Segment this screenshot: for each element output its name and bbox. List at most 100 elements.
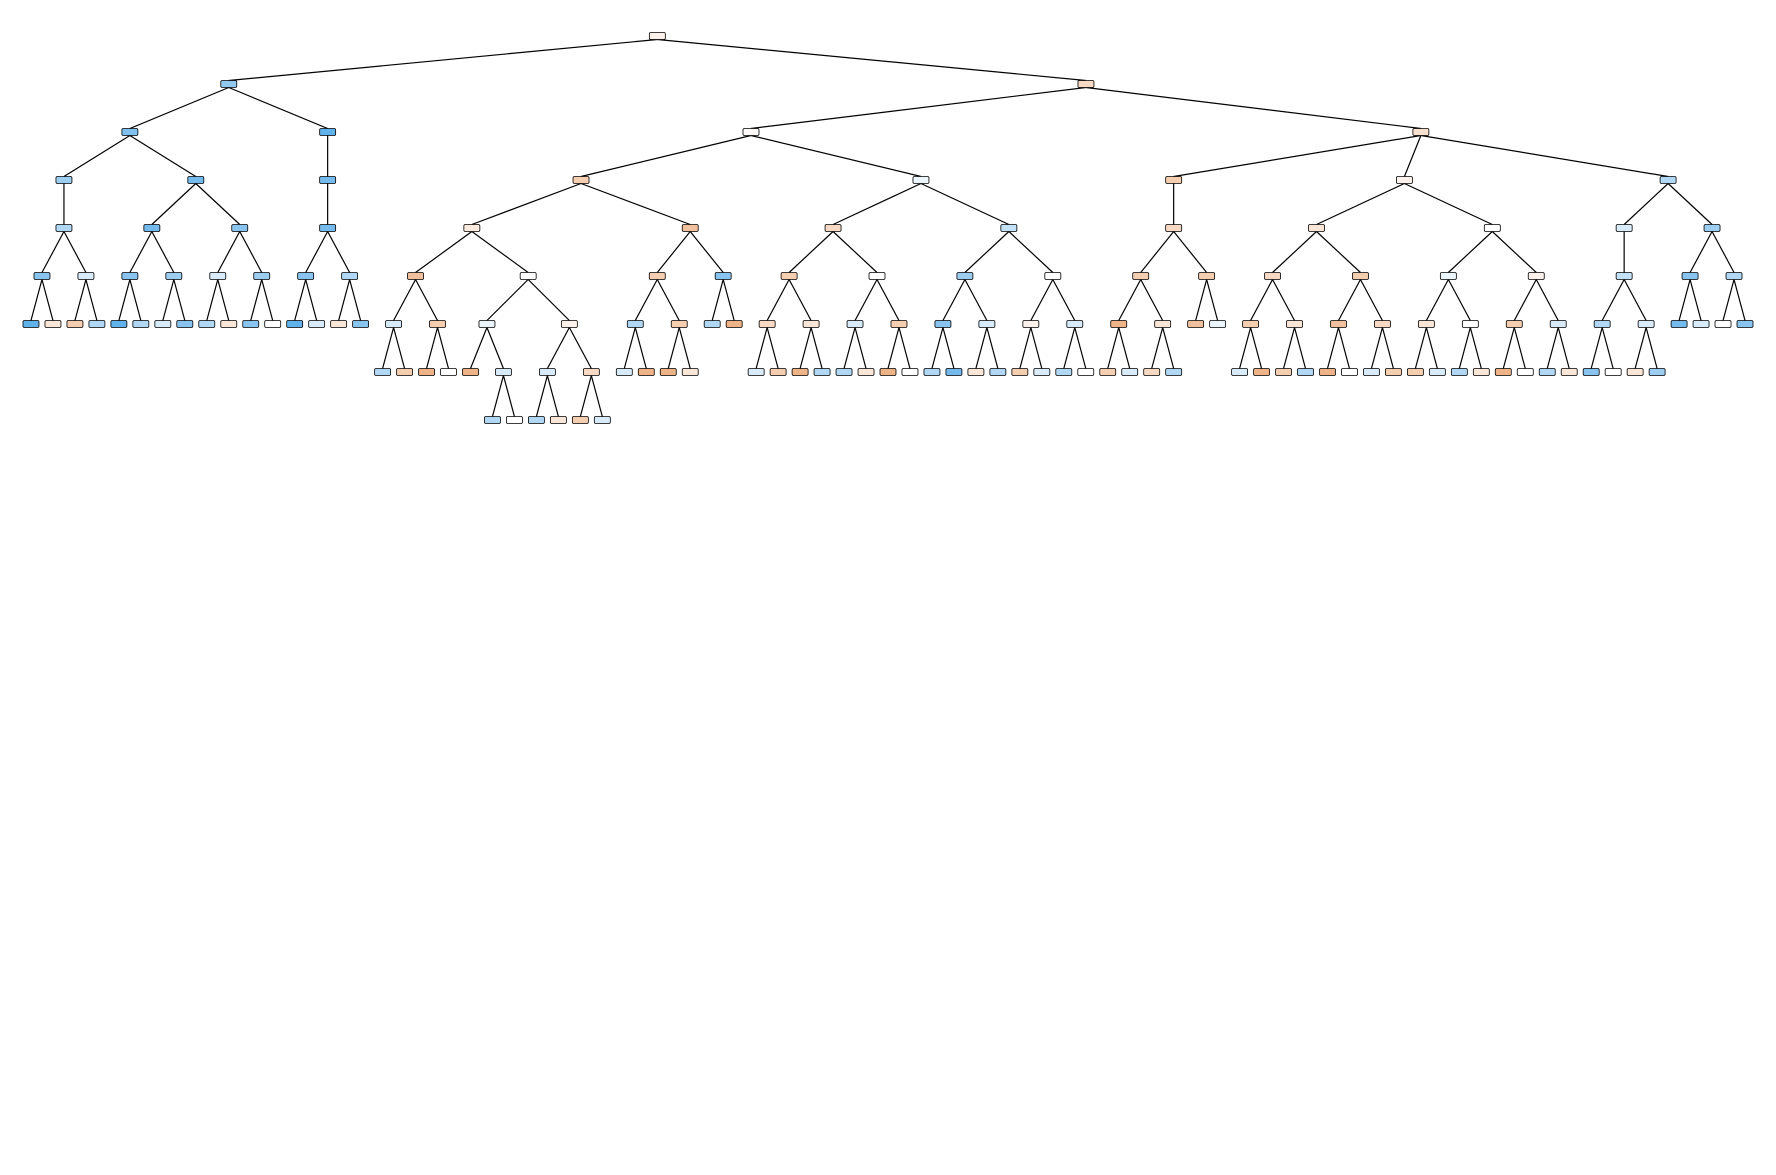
tree-edge: [338, 279, 351, 321]
tree-leaf-node: [308, 320, 326, 328]
tree-leaf-node: [462, 368, 479, 376]
tree-split-node: [626, 320, 644, 328]
tree-edge: [502, 375, 516, 417]
tree-edge: [151, 231, 175, 273]
tree-edge: [1085, 86, 1421, 130]
tree-split-node: [495, 368, 512, 376]
tree-split-node: [934, 320, 952, 328]
tree-edge: [415, 231, 473, 273]
tree-edge: [942, 327, 955, 369]
tree-edge: [129, 279, 142, 321]
tree-edge: [1326, 327, 1340, 369]
tree-leaf-node: [637, 368, 655, 376]
tree-edge: [810, 327, 823, 369]
tree-leaf-node: [1165, 368, 1183, 376]
tree-edge: [964, 231, 1010, 273]
tree-edge: [1678, 279, 1691, 321]
tree-edge: [580, 134, 752, 178]
tree-edge: [535, 375, 548, 417]
tree-leaf-node: [484, 416, 501, 424]
tree-leaf-node: [879, 368, 897, 376]
tree-edges: [30, 38, 1746, 417]
tree-split-node: [519, 272, 537, 280]
tree-leaf-node: [528, 416, 545, 424]
tree-leaf-node: [1297, 368, 1314, 376]
tree-leaf-node: [747, 368, 765, 376]
tree-edge: [843, 327, 856, 369]
tree-leaf-node: [1253, 368, 1270, 376]
tree-edge: [1052, 279, 1076, 321]
tree-leaf-node: [1209, 320, 1227, 328]
tree-leaf-node: [22, 320, 40, 328]
tree-edge: [1381, 327, 1394, 369]
tree-leaf-node: [1319, 368, 1336, 376]
tree-split-node: [1439, 272, 1457, 280]
tree-edge: [657, 38, 1087, 82]
tree-edge: [634, 279, 658, 321]
tree-leaf-node: [1033, 368, 1051, 376]
tree-edge: [1272, 279, 1296, 321]
tree-edge: [568, 327, 592, 369]
tree-split-node: [572, 176, 590, 184]
tree-split-node: [582, 368, 600, 376]
tree-leaf-node: [1538, 368, 1556, 376]
tree-split-node: [1659, 176, 1677, 184]
tree-split-node: [1264, 272, 1281, 280]
tree-leaf-node: [571, 416, 589, 424]
tree-leaf-node: [1714, 320, 1732, 328]
tree-split-node: [560, 320, 578, 328]
tree-edge: [750, 86, 1087, 130]
tree-edge: [294, 279, 307, 321]
tree-edge: [305, 279, 318, 321]
tree-leaf-node: [1626, 368, 1644, 376]
tree-split-node: [77, 272, 95, 280]
tree-edge: [392, 327, 406, 369]
tree-leaf-node: [66, 320, 84, 328]
tree-split-node: [1198, 272, 1216, 280]
tree-edge: [1030, 327, 1043, 369]
tree-edge: [1689, 279, 1702, 321]
tree-leaf-node: [506, 416, 523, 424]
tree-edge: [1316, 182, 1405, 226]
tree-edge: [579, 375, 592, 417]
tree-edge: [1293, 327, 1307, 369]
tree-edge: [986, 327, 999, 369]
tree-edge: [1601, 279, 1625, 321]
tree-split-node: [1165, 224, 1183, 232]
tree-split-node: [55, 176, 73, 184]
tree-edge: [1403, 135, 1422, 177]
tree-leaf-node: [549, 416, 567, 424]
tree-edge: [206, 279, 219, 321]
tree-leaf-node: [1560, 368, 1578, 376]
tree-leaf-node: [1604, 368, 1622, 376]
tree-edge: [1195, 279, 1208, 321]
tree-edge: [118, 279, 131, 321]
tree-edge: [486, 327, 504, 369]
tree-edge: [854, 327, 867, 369]
tree-leaf-node: [1582, 368, 1600, 376]
tree-split-node: [1461, 320, 1479, 328]
tree-split-node: [1593, 320, 1611, 328]
tree-leaf-node: [1187, 320, 1205, 328]
tree-split-node: [670, 320, 688, 328]
tree-split-node: [1000, 224, 1018, 232]
tree-split-node: [165, 272, 183, 280]
tree-leaf-node: [1648, 368, 1666, 376]
tree-split-node: [385, 320, 402, 328]
tree-leaf-node: [176, 320, 194, 328]
tree-edge: [1250, 279, 1274, 321]
tree-edge: [1623, 183, 1669, 225]
tree-edge: [1447, 279, 1471, 321]
tree-edge: [766, 279, 790, 321]
tree-leaf-node: [1231, 368, 1248, 376]
tree-leaf-node: [1385, 368, 1402, 376]
tree-edge: [1250, 327, 1263, 369]
tree-leaf-node: [1450, 368, 1468, 376]
tree-leaf-node: [264, 320, 282, 328]
tree-edge: [1162, 327, 1175, 369]
tree-edge: [931, 327, 944, 369]
tree-edge: [228, 38, 658, 82]
tree-leaf-node: [352, 320, 370, 328]
tree-edge: [964, 279, 988, 321]
tree-split-node: [824, 224, 842, 232]
